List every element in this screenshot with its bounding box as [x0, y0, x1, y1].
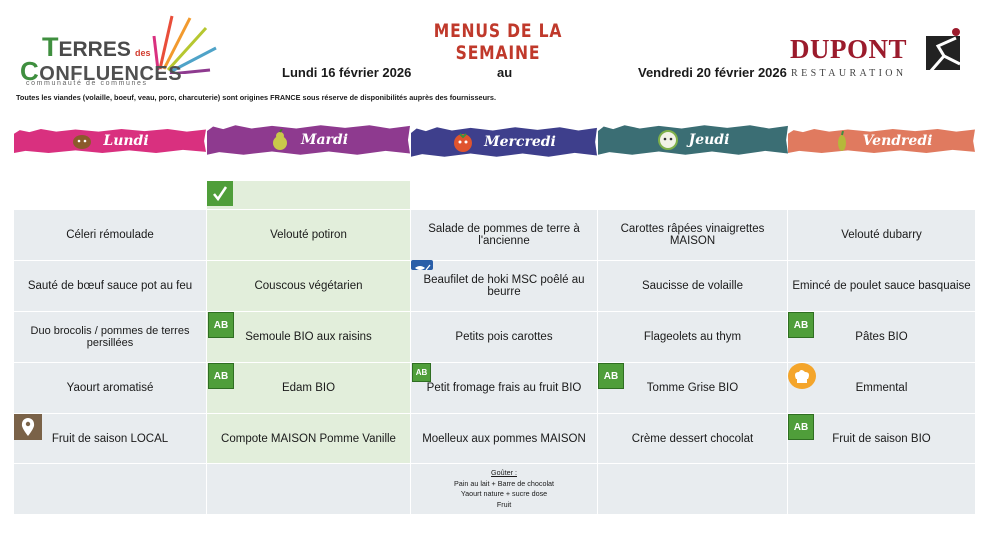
- menu-cell: Compote MAISON Pomme Vanille: [207, 414, 410, 463]
- pear-mascot-icon: [272, 129, 287, 150]
- day-banner-jeudi: Jeudi: [598, 125, 788, 155]
- menu-cell: Céleri rémoulade: [14, 210, 206, 260]
- dupont-restauration-logo: DUPONT RESTAURATION: [788, 26, 978, 86]
- menu-cell: Fruit de saison BIO: [788, 414, 975, 463]
- menu-cell: Carottes râpées vinaigrettes MAISON: [598, 210, 787, 260]
- gouter-cell: Goûter : Pain au lait + Barre de chocola…: [411, 464, 597, 514]
- menu-cell: Sauté de bœuf sauce pot au feu: [14, 261, 206, 311]
- date-separator: au: [497, 65, 513, 80]
- day-banner-vendredi: Vendredi: [788, 129, 975, 153]
- gouter-item: Pain au lait + Barre de chocolat: [453, 478, 555, 488]
- cauliflower-mascot-icon: [657, 130, 678, 150]
- menu-cell: Petit fromage frais au fruit BIO: [411, 363, 597, 413]
- menu-cell: Emincé de poulet sauce basquaise: [788, 261, 975, 311]
- chestnut-mascot-icon: [73, 135, 92, 149]
- date-end: Vendredi 20 février 2026: [638, 65, 787, 80]
- date-start: Lundi 16 février 2026: [282, 65, 412, 80]
- menu-cell: Pâtes BIO: [788, 312, 975, 362]
- menu-cell: Crème dessert chocolat: [598, 414, 787, 463]
- ab-bio-icon: AB: [208, 363, 234, 389]
- ab-bio-icon: AB: [208, 312, 234, 338]
- runner-icon: [926, 28, 961, 73]
- menu-cell: Salade de pommes de terre à l'ancienne: [411, 210, 597, 260]
- terres-des-confluences-logo: TERRES des CONFLUENCES communauté de com…: [20, 14, 217, 90]
- ab-bio-icon: AB: [788, 312, 814, 338]
- menu-cell: Tomme Grise BIO: [598, 363, 787, 413]
- sunburst-icon: [152, 15, 217, 74]
- ab-bio-icon: AB: [788, 414, 814, 440]
- ab-bio-icon: AB: [412, 363, 431, 382]
- menu-cell: Edam BIO: [207, 363, 410, 413]
- menu-cell: Emmental: [788, 363, 975, 413]
- gouter-item: Fruit: [496, 499, 512, 509]
- vegetarian-marker: [207, 181, 410, 209]
- menu-cell: Petits pois carottes: [411, 312, 597, 362]
- page-title: MENUS DE LA SEMAINE: [433, 20, 563, 64]
- menu-cell-empty: [14, 464, 206, 514]
- msc-fish-icon: [411, 260, 433, 271]
- menu-cell: Yaourt aromatisé: [14, 363, 206, 413]
- menu-cell: Beaufilet de hoki MSC poêlé au beurre: [411, 261, 597, 311]
- menu-cell: Velouté dubarry: [788, 210, 975, 260]
- day-banner-lundi: Lundi: [14, 129, 206, 153]
- menu-cell: Flageolets au thym: [598, 312, 787, 362]
- menu-cell: Velouté potiron: [207, 210, 410, 260]
- menu-cell-empty: [598, 464, 787, 514]
- menu-cell: Saucisse de volaille: [598, 261, 787, 311]
- gouter-item: Yaourt nature + sucre dose: [460, 489, 548, 498]
- tomato-mascot-icon: [454, 133, 473, 152]
- meat-origin-note: Toutes les viandes (volaille, boeuf, vea…: [16, 93, 496, 102]
- day-banner-mercredi: Mercredi: [411, 127, 597, 157]
- leaf-icon: [207, 181, 233, 206]
- menu-cell-empty: [788, 464, 975, 514]
- location-pin-icon: [14, 414, 42, 440]
- menu-cell: Couscous végétarien: [207, 261, 410, 311]
- menu-cell: Duo brocolis / pommes de terres persillé…: [14, 312, 206, 362]
- day-banner-mardi: Mardi: [207, 125, 410, 155]
- menu-cell: Moelleux aux pommes MAISON: [411, 414, 597, 463]
- gouter-title: Goûter :: [491, 468, 517, 477]
- chef-hat-icon: [788, 363, 816, 389]
- menu-cell: Semoule BIO aux raisins: [207, 312, 410, 362]
- pepper-mascot-icon: [837, 130, 846, 151]
- menu-cell-empty: [207, 464, 410, 514]
- menu-cell: Fruit de saison LOCAL: [14, 414, 206, 463]
- ab-bio-icon: AB: [598, 363, 624, 389]
